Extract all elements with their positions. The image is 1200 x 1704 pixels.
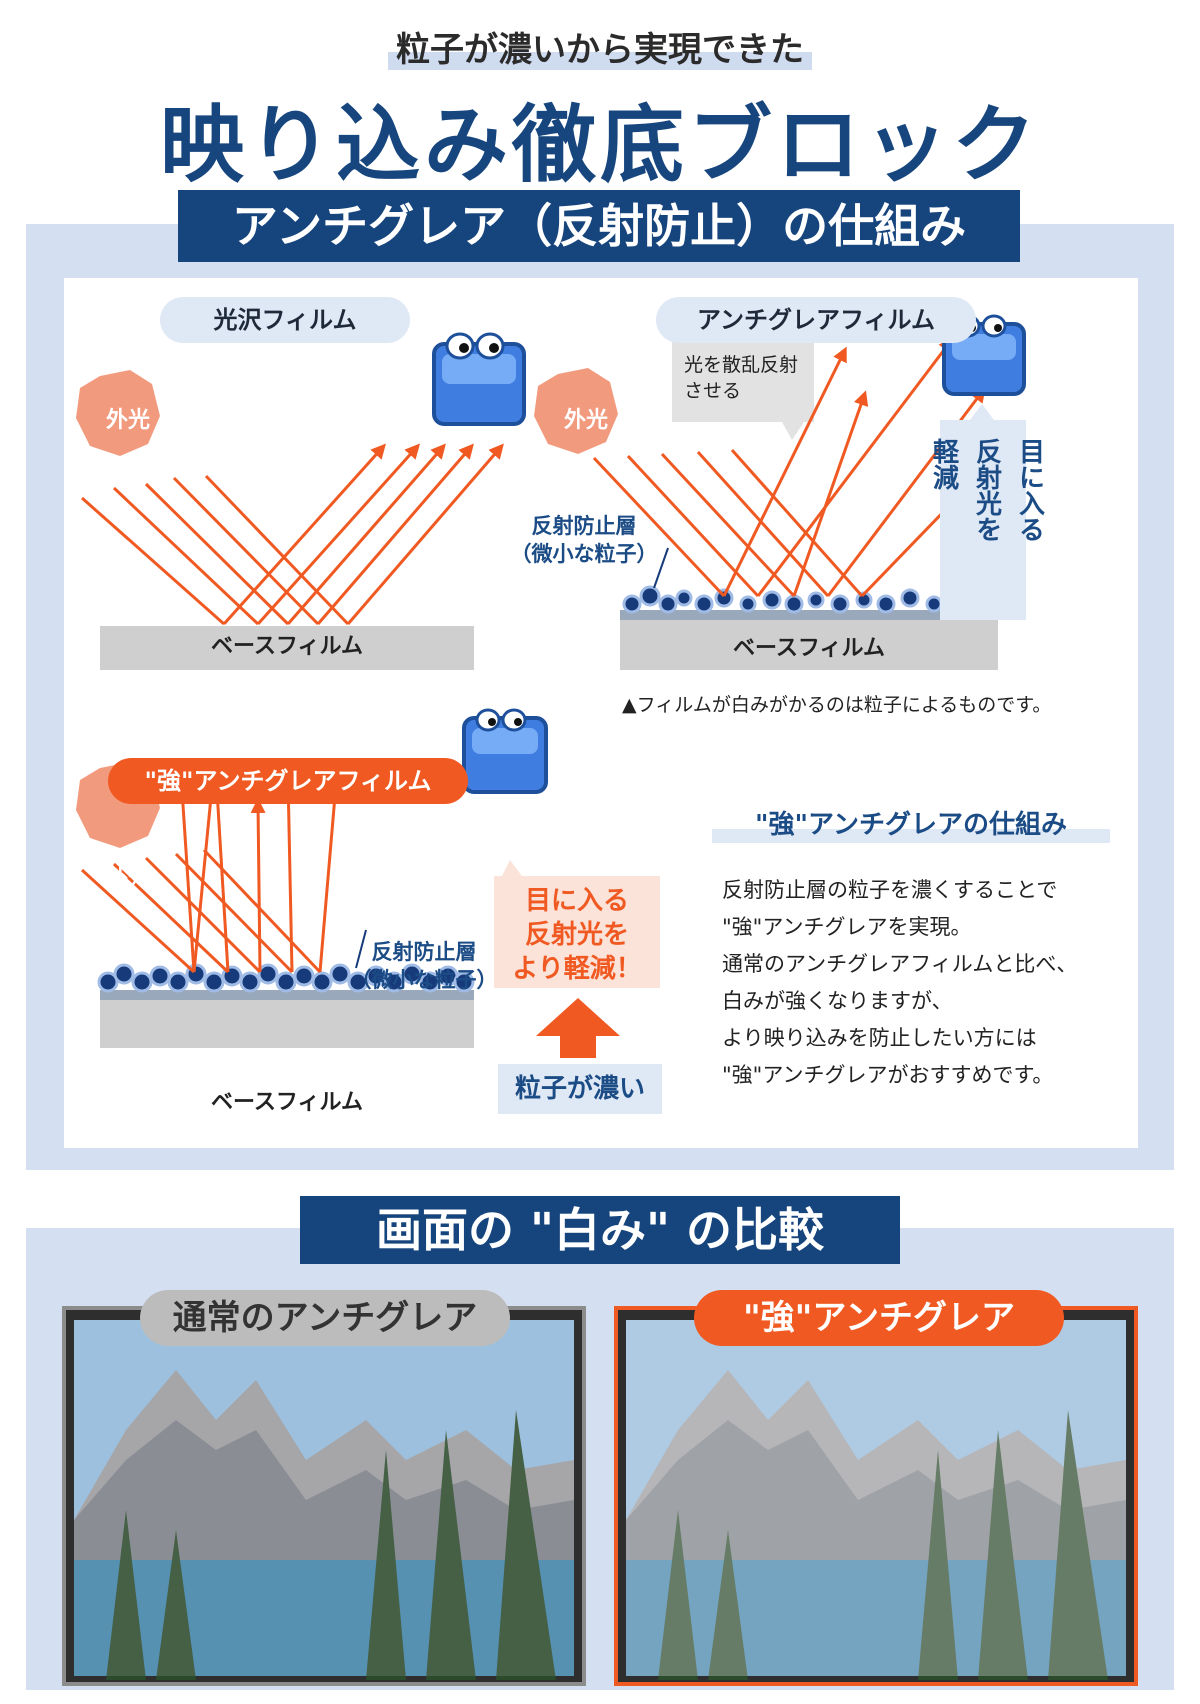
explain-line-6: "強"アンチグレアがおすすめです。	[722, 1063, 1054, 1087]
antiglare-layer-line-2: （微小な粒子）	[510, 542, 658, 566]
antiglare-layer-label: 反射防止層 （微小な粒子）	[496, 512, 672, 568]
diagram-canvas	[76, 314, 1110, 1114]
antiglare-particles	[622, 585, 989, 614]
antiglare-layer-line-1: 反射防止層	[531, 514, 637, 538]
explain-line-2: "強"アンチグレアを実現。	[722, 915, 972, 939]
explain-title: "強"アンチグレアの仕組み	[754, 810, 1068, 840]
subtitle-text: 粒子が濃いから実現できた	[388, 30, 812, 70]
reduce-box-text: 目に入る 反射光を より軽減！	[494, 884, 660, 986]
strong-layer-strip	[100, 990, 474, 1000]
strong-layer-line-2: （微小な粒子）	[350, 968, 498, 992]
dense-label-box	[498, 1064, 662, 1114]
scatter-bubble	[672, 340, 814, 440]
dense-label: 粒子が濃い	[514, 1074, 645, 1104]
strong-light-label: 外光	[105, 866, 150, 891]
antiglare-base-film	[620, 620, 998, 670]
antiglare-light-label: 外光	[563, 408, 608, 433]
explain-title-underline	[712, 829, 1110, 843]
strong-antiglare-label: "強"アンチグレア	[694, 1290, 1064, 1346]
subtitle: 粒子が濃いから実現できた	[0, 22, 1200, 71]
glossy-eye-monitor-icon	[432, 332, 526, 426]
glossy-light-label: 外光	[105, 408, 150, 433]
scatter-bubble-text: 光を散乱反射 させる	[684, 352, 798, 404]
explain-line-4: 白みが強くなりますが、	[722, 989, 953, 1013]
whiteness-note: ▲フィルムが白みがかるのは粒子によるものです。	[622, 694, 1052, 716]
strong-dense-particles	[97, 963, 475, 993]
side-note-text: 目に入る 反射光を 軽減	[929, 438, 1045, 542]
reduce-line-3: より軽減！	[512, 954, 642, 984]
strong-screen-frame	[614, 1306, 1138, 1686]
antiglare-light-octagon	[534, 368, 618, 454]
side-note-col-3: 軽減	[928, 438, 959, 490]
glossy-light-octagon	[76, 370, 160, 456]
strong-film-label: "強"アンチグレアフィルム	[108, 758, 468, 804]
glossy-incoming-rays	[81, 474, 350, 626]
normal-landscape-image	[74, 1320, 574, 1680]
strong-layer-label: 反射防止層 （微小な粒子）	[336, 938, 512, 994]
antiglare-base-label: ベースフィルム	[732, 636, 886, 661]
strong-eye-monitor-icon	[462, 708, 548, 794]
antiglare-layer-pointer	[653, 547, 669, 589]
antiglare-film-label: アンチグレアフィルム	[656, 297, 976, 343]
side-note-col-1: 目に入る	[1014, 438, 1045, 542]
explain-line-1: 反射防止層の粒子を濃くすることで	[722, 878, 1058, 902]
mechanism-title: アンチグレア（反射防止）の仕組み	[178, 190, 1020, 262]
reduce-box	[494, 860, 660, 988]
normal-screen-frame	[62, 1306, 586, 1686]
glossy-base-label: ベースフィルム	[210, 634, 364, 659]
strong-layer-line-1: 反射防止層	[371, 940, 477, 964]
scatter-line-2: させる	[684, 380, 742, 402]
side-note-col-2: 反射光を	[971, 438, 1002, 542]
strong-scattered-rays	[175, 760, 343, 973]
antiglare-layer-strip	[620, 610, 998, 620]
strong-base-film	[100, 1000, 474, 1048]
explain-line-5: より映り込みを防止したい方には	[722, 1026, 1037, 1050]
strong-layer-pointer	[355, 929, 367, 969]
up-arrow-icon	[536, 998, 620, 1058]
strong-base-label: ベースフィルム	[210, 1090, 364, 1115]
comparison-title: 画面の "白み" の比較	[300, 1196, 900, 1264]
antiglare-incoming-rays	[592, 449, 864, 598]
reduce-line-1: 目に入る	[524, 886, 629, 916]
strong-landscape-image	[626, 1320, 1126, 1680]
glossy-reflected-rays	[222, 443, 504, 626]
glossy-base-film	[100, 626, 474, 670]
side-note-box	[940, 404, 1026, 620]
reduce-line-2: 反射光を	[524, 920, 629, 950]
main-title: 映り込み徹底ブロック	[159, 96, 1040, 194]
explain-line-3: 通常のアンチグレアフィルムと比べ、	[722, 952, 1078, 976]
normal-antiglare-label: 通常のアンチグレア	[140, 1290, 510, 1346]
glossy-film-label: 光沢フィルム	[160, 297, 410, 343]
scatter-line-1: 光を散乱反射	[684, 354, 799, 376]
